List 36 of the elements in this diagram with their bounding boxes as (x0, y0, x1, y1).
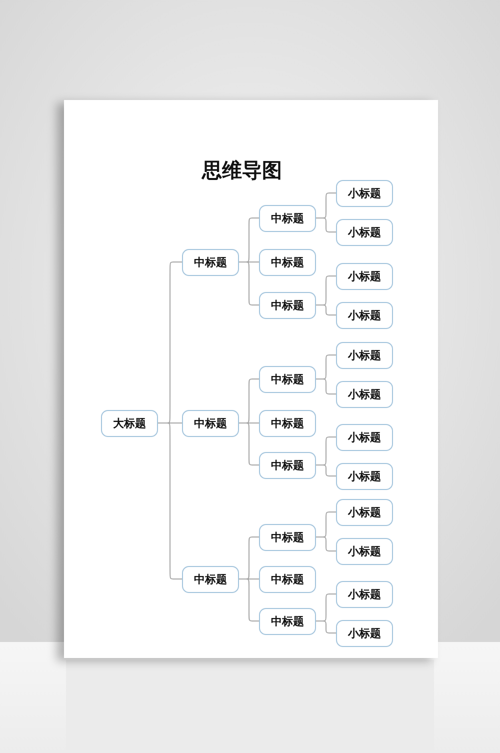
brace-connector (238, 422, 260, 466)
central-topic-box: 大标题 (101, 410, 158, 436)
brace-connector (316, 378, 336, 394)
subtopic-box: 中标题 (259, 292, 316, 318)
brace-connector (238, 262, 260, 306)
main-branch-box: 中标题 (182, 410, 239, 436)
leaf-topic-box: 小标题 (336, 620, 393, 646)
main-branch-box: 中标题 (182, 566, 239, 592)
subtopic-box: 中标题 (259, 248, 316, 276)
subtopic-box: 中标题 (259, 410, 316, 436)
leaf-topic-box: 小标题 (336, 538, 393, 564)
subtopic-box: 中标题 (259, 366, 316, 392)
brace-connector (158, 422, 182, 580)
brace-connector (316, 536, 336, 552)
diagram-title: 思维导图 (202, 158, 282, 182)
brace-connector (238, 578, 260, 622)
leaf-topic-box: 小标题 (336, 262, 393, 290)
subtopic-box: 中标题 (259, 608, 316, 634)
leaf-topic-box: 小标题 (336, 498, 393, 526)
subtopic-box: 中标题 (259, 452, 316, 478)
subtopic-box: 中标题 (259, 204, 316, 232)
leaf-topic-box: 小标题 (336, 424, 393, 450)
leaf-topic-box: 小标题 (336, 380, 393, 408)
leaf-topic-box: 小标题 (336, 218, 393, 246)
leaf-topic-box: 小标题 (336, 180, 393, 206)
brace-connector (316, 620, 336, 634)
leaf-topic-box: 小标题 (336, 462, 393, 490)
subtopic-box: 中标题 (259, 566, 316, 592)
leaf-topic-box: 小标题 (336, 580, 393, 608)
main-branch-box: 中标题 (182, 248, 239, 276)
brace-connector (316, 304, 336, 316)
subtopic-box: 中标题 (259, 524, 316, 550)
brace-connector (316, 218, 336, 232)
leaf-topic-box: 小标题 (336, 342, 393, 368)
brace-connector (316, 464, 336, 476)
leaf-topic-box: 小标题 (336, 302, 393, 328)
